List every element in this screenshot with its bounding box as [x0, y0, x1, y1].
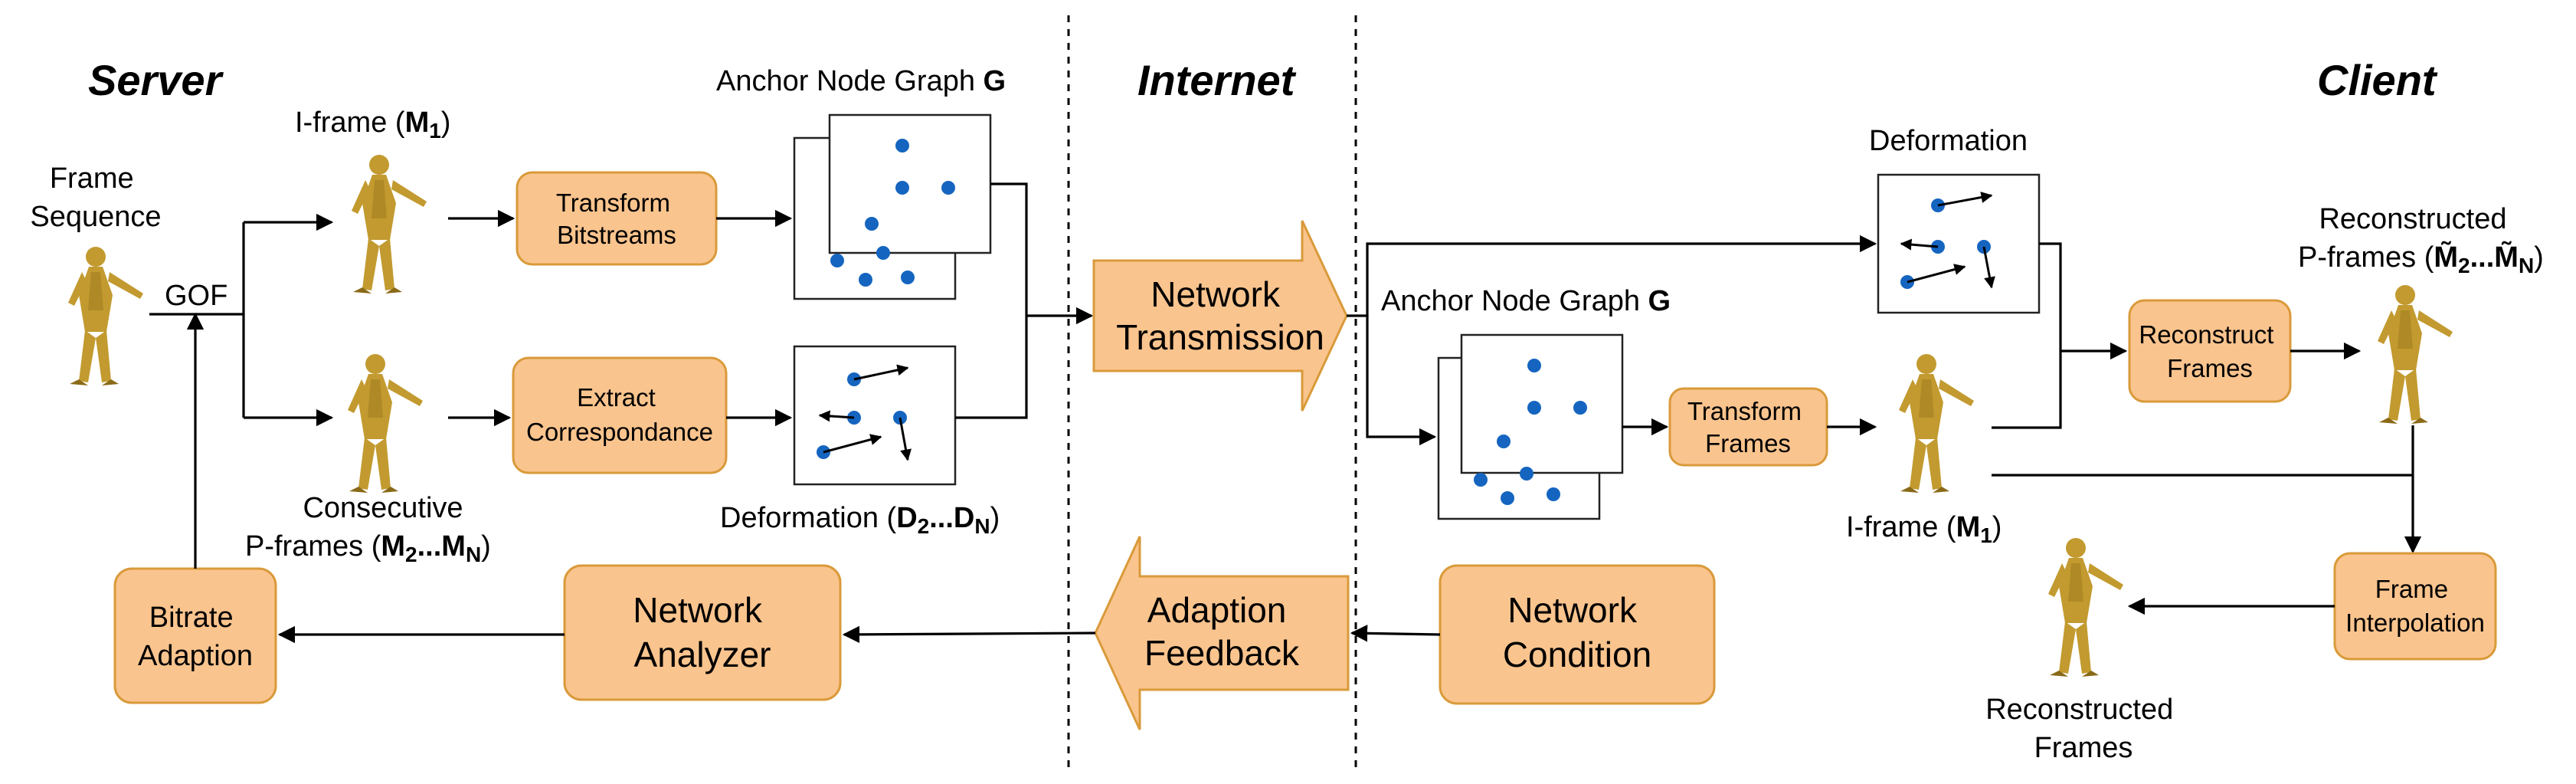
- client-anchor-graph-label: Anchor Node Graph G: [1381, 285, 1671, 317]
- reconstruct-frames-box: [2128, 299, 2292, 403]
- connector: [990, 182, 1028, 316]
- anchor-node-dot: [1501, 491, 1514, 505]
- server-anchor-graph-panel: [793, 113, 992, 300]
- reconstructed-frames-label: Reconstructed Frames: [1985, 694, 2182, 764]
- extract-correspondance-box: [512, 356, 728, 474]
- arrow-to-client-deformation: [1347, 235, 1877, 317]
- client-anchor-graph-panel: [1437, 333, 1624, 520]
- anchor-node-dot: [895, 181, 909, 195]
- network-analyzer-label: Network Analyzer: [633, 590, 772, 674]
- arrow-feedback-to-analyzer: [842, 625, 1096, 644]
- deformation-vector-icon: [1907, 264, 1966, 284]
- reconstructed-frames-figure-icon: [2048, 538, 2123, 677]
- anchor-node-dot: [1497, 435, 1511, 448]
- client-deformation-title: Deformation: [1869, 125, 2028, 157]
- anchor-node-dot: [876, 246, 890, 260]
- frame-sequence-label: Frame Sequence: [30, 162, 161, 233]
- anchor-node-dot: [1527, 401, 1541, 415]
- server-iframe-label: I-frame (M1): [295, 107, 450, 143]
- arrow-to-client-anchor-graph: [1366, 316, 1437, 446]
- connector: [2039, 242, 2062, 351]
- anchor-node-dot: [1520, 467, 1533, 481]
- transform-bitstreams-box: [516, 171, 718, 266]
- server-pframes-figure-icon: [348, 354, 423, 493]
- network-transmission-label: Network Transmission: [1116, 274, 1324, 357]
- anchor-node-dot: [1547, 487, 1560, 501]
- anchor-node-dot: [830, 254, 844, 267]
- client-deformation-panel: [1877, 173, 2041, 314]
- server-pframes-label-2: P-frames (M2...MN): [245, 530, 491, 566]
- network-condition-label: Network Condition: [1503, 590, 1651, 674]
- reconstructed-pframes-label-2: P-frames (M̃2...M̃N): [2298, 240, 2544, 277]
- frame-interpolation-box: [2333, 552, 2497, 661]
- server-anchor-graph-label: Anchor Node Graph G: [716, 65, 1006, 97]
- reconstructed-pframes-figure-icon: [2378, 285, 2453, 424]
- deformation-vector-icon: [823, 434, 882, 454]
- anchor-node-dot: [895, 139, 909, 153]
- anchor-node-dot: [941, 181, 955, 195]
- internet-title: Internet: [1137, 56, 1297, 104]
- client-iframe-label: I-frame (M1): [1846, 511, 2002, 547]
- gof-label: GOF: [165, 280, 227, 312]
- arrow-condition-to-feedback: [1350, 625, 1441, 642]
- anchor-node-dot: [1573, 401, 1587, 415]
- deformation-vector-icon: [1900, 238, 1939, 251]
- server-deformation-label: Deformation (D2...DN): [720, 502, 1000, 538]
- bitrate-adaption-box: [113, 567, 277, 704]
- bitrate-adaption-label: Bitrate Adaption: [138, 602, 253, 672]
- transform-frames-label: Transform Frames: [1687, 397, 1808, 458]
- anchor-node-dot: [865, 217, 879, 231]
- transform-bitstreams-label: Transform Bitstreams: [556, 189, 677, 249]
- anchor-node-dot: [859, 273, 872, 287]
- network-transmission-arrow: [1092, 220, 1348, 412]
- deformation-vector-icon: [1937, 192, 1993, 207]
- deformation-vector-icon: [1982, 246, 1995, 289]
- anchor-node-dot: [901, 271, 915, 284]
- deformation-vector-icon: [818, 410, 855, 422]
- reconstruct-frames-label: Reconstruct Frames: [2139, 320, 2280, 382]
- frame-sequence-figure-icon: [68, 247, 143, 385]
- server-pframes-label: Consecutive: [303, 492, 463, 524]
- anchor-node-dot: [1527, 359, 1541, 372]
- client-title: Client: [2317, 56, 2438, 104]
- server-iframe-figure-icon: [352, 155, 427, 294]
- server-title: Server: [88, 56, 224, 104]
- connector: [955, 316, 1028, 419]
- anchor-node-dot: [1474, 473, 1488, 487]
- extract-correspondance-label: Extract Correspondance: [526, 383, 713, 446]
- adaption-feedback-arrow: [1094, 536, 1350, 730]
- network-analyzer-box: [563, 564, 842, 701]
- reconstructed-pframes-label: Reconstructed: [2319, 203, 2506, 235]
- frame-interpolation-label: Frame Interpolation: [2345, 575, 2485, 637]
- adaption-feedback-label: Adaption Feedback: [1144, 590, 1300, 673]
- connector: [1992, 351, 2062, 429]
- server-deformation-panel: [793, 345, 957, 486]
- deformation-vector-icon: [898, 417, 912, 461]
- deformation-vector-icon: [853, 364, 909, 381]
- client-iframe-figure-icon: [1899, 354, 1974, 493]
